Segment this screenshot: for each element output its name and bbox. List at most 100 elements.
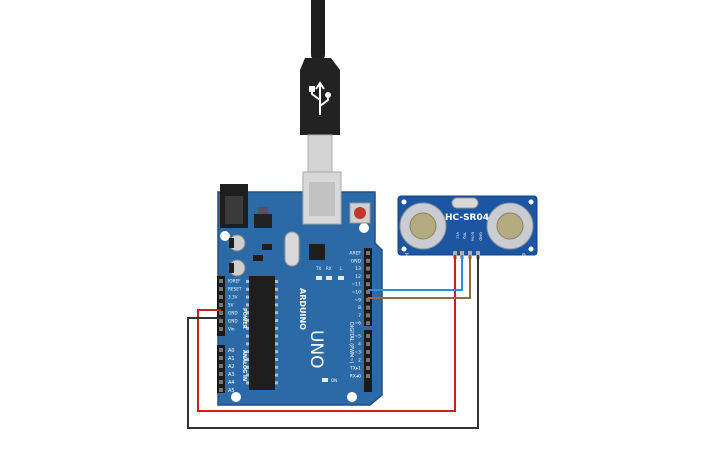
usb-chip [309,244,325,260]
power-pin[interactable] [219,287,223,291]
digital-pin-label: 13 [355,266,361,272]
power-pin-label: 5V [228,303,234,308]
mounting-hole [220,231,230,241]
digital-pin[interactable] [366,266,370,271]
digital-header-high [364,248,372,326]
analog-pin-label: A5 [228,388,235,394]
chip-leg [246,381,249,385]
digital-pin[interactable] [366,258,370,263]
analog-pin[interactable] [219,388,223,392]
digital-pin-label: ~6 [354,321,361,327]
arduino-brand: ARDUINO [298,288,307,330]
digital-pin-label: ~11 [352,282,362,288]
analog-pin[interactable] [219,380,223,384]
voltage-regulator [254,214,272,228]
digital-pin[interactable] [366,366,370,370]
chip-leg [246,303,249,307]
chip-leg [275,295,278,299]
chip-leg [246,365,249,369]
rx-led [326,276,332,280]
wire-vcc-5v [197,255,456,412]
chip-leg [275,311,278,315]
digital-pin[interactable] [366,321,370,326]
receiver-transducer [486,202,534,250]
sensor-r-mark: R [522,253,526,260]
analog-label: ANALOG IN [241,350,247,381]
digital-pin[interactable] [366,374,370,378]
analog-pin-label: A0 [228,348,235,354]
chip-leg [246,295,249,299]
power-pin[interactable] [219,279,223,283]
digital-pin[interactable] [366,313,370,318]
digital-pin[interactable] [366,305,370,310]
chip-leg [275,280,278,283]
smd-component [253,255,263,261]
digital-label: DIGITAL (PWM~) [348,322,354,364]
tx-led [316,276,322,280]
on-led [322,378,328,382]
sensor-crystal [451,197,479,209]
chip-leg [246,358,249,361]
digital-pin-label: 2 [358,358,361,364]
analog-pin-label: A4 [228,380,235,386]
analog-pin[interactable] [219,372,223,376]
l-led [338,276,344,280]
digital-pin-label: GND [351,258,362,264]
digital-pin[interactable] [366,334,370,338]
analog-pin[interactable] [219,348,223,352]
chip-leg [275,287,278,291]
power-pin[interactable] [219,311,223,315]
power-pin-label: 3.3V [228,295,238,300]
chip-leg [275,350,278,354]
wire-echo [368,255,471,299]
digital-pin[interactable] [366,282,370,287]
analog-pin-label: A1 [228,356,235,362]
usb-icon [309,81,331,115]
power-pin[interactable] [219,303,223,307]
reset-button[interactable] [349,202,371,224]
digital-pin[interactable] [366,350,370,354]
digital-pin[interactable] [366,290,370,294]
digital-pin[interactable] [366,251,370,255]
analog-pin[interactable] [219,364,223,368]
chip-leg [246,311,249,315]
digital-pin-label: ~9 [354,297,361,303]
digital-pin[interactable] [366,297,370,302]
power-pin[interactable] [219,295,223,299]
power-pin[interactable] [219,319,223,323]
chip-leg [275,326,278,330]
arduino-model: UNO [306,330,326,369]
mounting-hole [347,392,357,402]
digital-pin-label: ~5 [354,334,361,340]
usb-cable [300,0,340,174]
sensor-t-mark: T [404,253,409,260]
chip-leg [275,319,278,322]
smd-component [262,244,272,250]
power-label: POWER [241,308,247,329]
sensor-hole [401,199,407,205]
sensor-hole [528,199,534,205]
digital-pin[interactable] [366,358,370,362]
chip-leg [275,342,278,346]
digital-pin[interactable] [366,274,370,279]
digital-pin-label: 4 [358,342,361,348]
usb-metal-shell [307,134,333,174]
wire-gnd [187,255,479,429]
chip-leg [246,342,249,346]
sensor-pin-label: Trig [463,231,468,239]
power-pin-label: GND [228,311,238,316]
chip-leg [246,280,249,283]
mounting-hole [231,392,241,402]
digital-pin[interactable] [366,342,370,346]
wire-trig [368,255,463,291]
capacitor [228,259,246,277]
crystal-oscillator [284,231,300,267]
power-pin[interactable] [219,327,223,331]
analog-pin[interactable] [219,356,223,360]
analog-pin-label: A2 [228,364,235,370]
analog-pin-label: A3 [228,372,235,378]
digital-pin-label: ~3 [354,350,361,356]
sensor-hole [401,246,407,252]
analog-header [217,345,225,393]
